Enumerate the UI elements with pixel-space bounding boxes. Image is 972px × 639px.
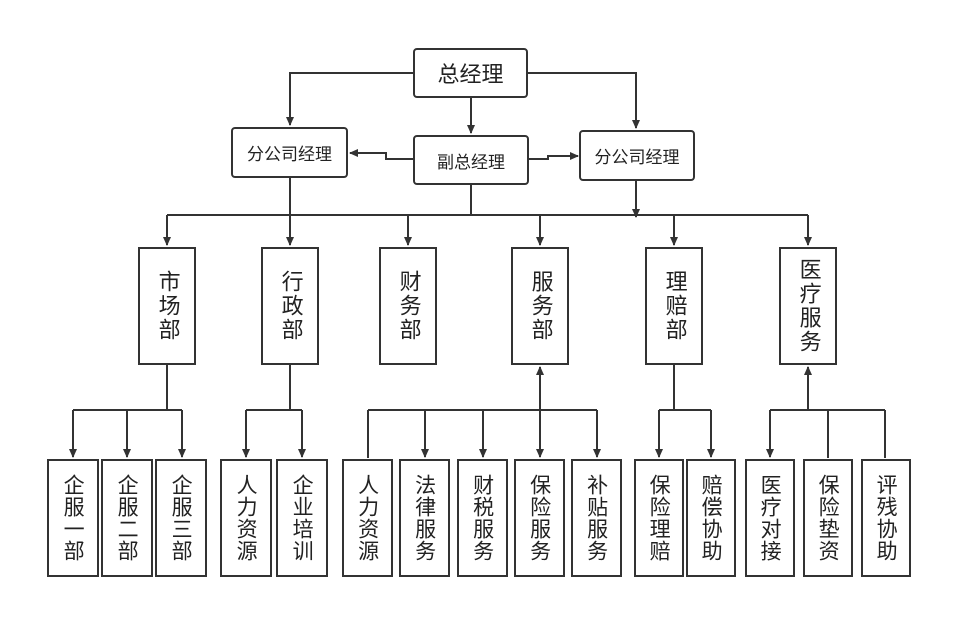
leaf-label: 人力资源 [234,474,259,562]
leaf-label: 保险服务 [527,474,552,562]
vice-ceo-label: 副总经理 [437,152,505,173]
edge-ceo-branch-right [528,72,640,129]
leaf-market-1: 企服一部 [47,459,99,577]
department-label: 医疗服务 [795,258,821,354]
department-label: 理赔部 [661,270,687,342]
leaf-service-3: 财税服务 [457,459,508,577]
department-label: 财务部 [395,270,421,342]
leaf-label: 评残协助 [874,474,899,562]
branch-manager-right-label: 分公司经理 [594,148,680,168]
edge-admin-bus [246,365,302,411]
leaf-service-2: 法律服务 [399,459,450,577]
leaf-label: 企服三部 [169,474,194,562]
leaf-label: 法律服务 [412,474,437,562]
department-market: 市场部 [138,247,196,365]
leaf-market-3: 企服三部 [155,459,207,577]
leaf-label: 财税服务 [470,474,495,562]
leaf-claims-1: 保险理赔 [634,459,684,577]
department-service: 服务部 [511,247,569,365]
edge-vice-branch-right [529,152,579,160]
leaf-label: 企业培训 [290,474,315,562]
leaf-label: 人力资源 [355,474,380,562]
leaf-claims-2: 赔偿协助 [686,459,736,577]
leaf-medical-1: 医疗对接 [745,459,795,577]
branch-manager-right-box: 分公司经理 [579,130,695,181]
leaf-label: 企服二部 [115,474,140,562]
leaf-service-5: 补贴服务 [571,459,622,577]
leaf-label: 保险垫资 [816,474,841,562]
department-label: 服务部 [527,270,553,342]
edge-ceo-branch-left [286,72,413,126]
edge-vice-branch-left [349,149,413,160]
department-label: 行政部 [277,270,303,342]
leaf-label: 医疗对接 [758,474,783,562]
ceo-label: 总经理 [437,63,504,88]
leaf-label: 保险理赔 [647,474,672,562]
branch-manager-left-label: 分公司经理 [247,145,332,165]
vice-ceo-box: 副总经理 [413,135,529,185]
leaf-service-1: 人力资源 [342,459,393,577]
leaf-medical-2: 保险垫资 [803,459,853,577]
department-medical: 医疗服务 [779,247,837,365]
branch-manager-left-box: 分公司经理 [231,127,348,178]
leaf-market-2: 企服二部 [101,459,153,577]
edge-claims-bus [659,365,711,411]
department-claims: 理赔部 [645,247,703,365]
department-label: 市场部 [154,270,180,342]
leaf-admin-1: 人力资源 [220,459,272,577]
leaf-admin-2: 企业培训 [276,459,328,577]
leaf-medical-3: 评残协助 [861,459,911,577]
leaf-service-4: 保险服务 [514,459,565,577]
department-admin: 行政部 [261,247,319,365]
leaf-label: 赔偿协助 [699,474,724,562]
ceo-box: 总经理 [413,48,528,98]
department-finance: 财务部 [379,247,437,365]
leaf-label: 企服一部 [61,474,86,562]
edge-market-bus [73,365,182,411]
leaf-label: 补贴服务 [584,474,609,562]
edge-medical-bus [770,409,886,458]
